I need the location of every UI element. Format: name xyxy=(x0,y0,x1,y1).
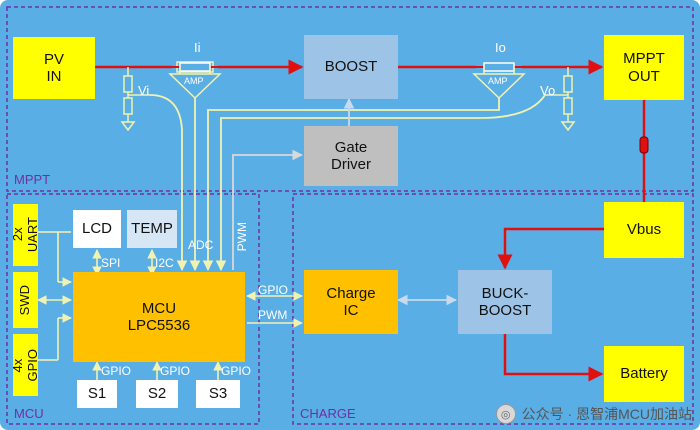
amp-out-label: AMP xyxy=(488,76,508,86)
swd-block: SWD xyxy=(13,272,38,328)
amp-in-label: AMP xyxy=(184,76,204,86)
ii-label: Ii xyxy=(194,40,201,55)
charge-section-label: CHARGE xyxy=(300,406,356,421)
spi-label: SPI xyxy=(101,256,121,270)
watermark-text: 公众号 · 恩智浦MCU加油站 xyxy=(521,406,692,422)
charge-section-border xyxy=(292,193,694,425)
fuse-icon xyxy=(639,136,649,154)
mppt-section-label: MPPT xyxy=(14,172,51,187)
gpio-charge-label: GPIO xyxy=(258,283,289,297)
watermark: ◎ 公众号 · 恩智浦MCU加油站 xyxy=(495,404,692,424)
battery-block: Battery xyxy=(604,346,684,402)
current-sense-out xyxy=(472,62,526,100)
uart-block: 2x UART xyxy=(9,204,40,266)
pwm-vertical-label: PWM xyxy=(235,222,249,252)
gpio-s3-label: GPIO xyxy=(221,364,252,378)
mppt-out-block: MPPT OUT xyxy=(604,35,684,100)
charge-ic-block: Charge IC xyxy=(304,270,398,334)
pwm-to-gate-line xyxy=(232,149,304,270)
gpio4-label: 4x GPIO xyxy=(9,348,40,382)
s2-block: S2 xyxy=(136,380,178,408)
mcu-section-border xyxy=(6,193,260,425)
current-sense-in xyxy=(168,61,222,100)
vi-label: Vi xyxy=(138,83,150,98)
uart-label: 2x UART xyxy=(9,217,40,253)
lcd-block: LCD xyxy=(73,210,121,248)
gpio4-block: 4x GPIO xyxy=(9,334,40,396)
i2c-label: I2C xyxy=(155,256,174,270)
gpio-s1-label: GPIO xyxy=(101,364,132,378)
s3-block: S3 xyxy=(196,380,240,408)
swd-label: SWD xyxy=(17,284,33,316)
boost-block: BOOST xyxy=(304,35,398,99)
mppt-section-border xyxy=(6,6,694,192)
gpio-s2-label: GPIO xyxy=(160,364,191,378)
adc-signals xyxy=(149,94,546,272)
mcu-section-label: MCU xyxy=(14,406,44,421)
peripheral-links xyxy=(37,231,223,380)
s1-block: S1 xyxy=(77,380,117,408)
mcu-block: MCU LPC5536 xyxy=(73,272,245,362)
pwm-charge-label: PWM xyxy=(258,308,288,322)
wechat-icon: ◎ xyxy=(495,404,516,424)
vbus-block: Vbus xyxy=(604,202,684,258)
temp-block: TEMP xyxy=(127,210,177,248)
charge-links xyxy=(246,291,303,328)
pv-in-block: PV IN xyxy=(13,37,95,99)
voltage-divider-out xyxy=(545,67,576,132)
adc-label: ADC xyxy=(188,238,214,252)
gate-driver-block: Gate Driver xyxy=(304,126,398,186)
vo-label: Vo xyxy=(540,83,556,98)
buck-boost-block: BUCK- BOOST xyxy=(458,270,552,334)
voltage-divider-in xyxy=(120,67,150,132)
io-label: Io xyxy=(495,40,506,55)
